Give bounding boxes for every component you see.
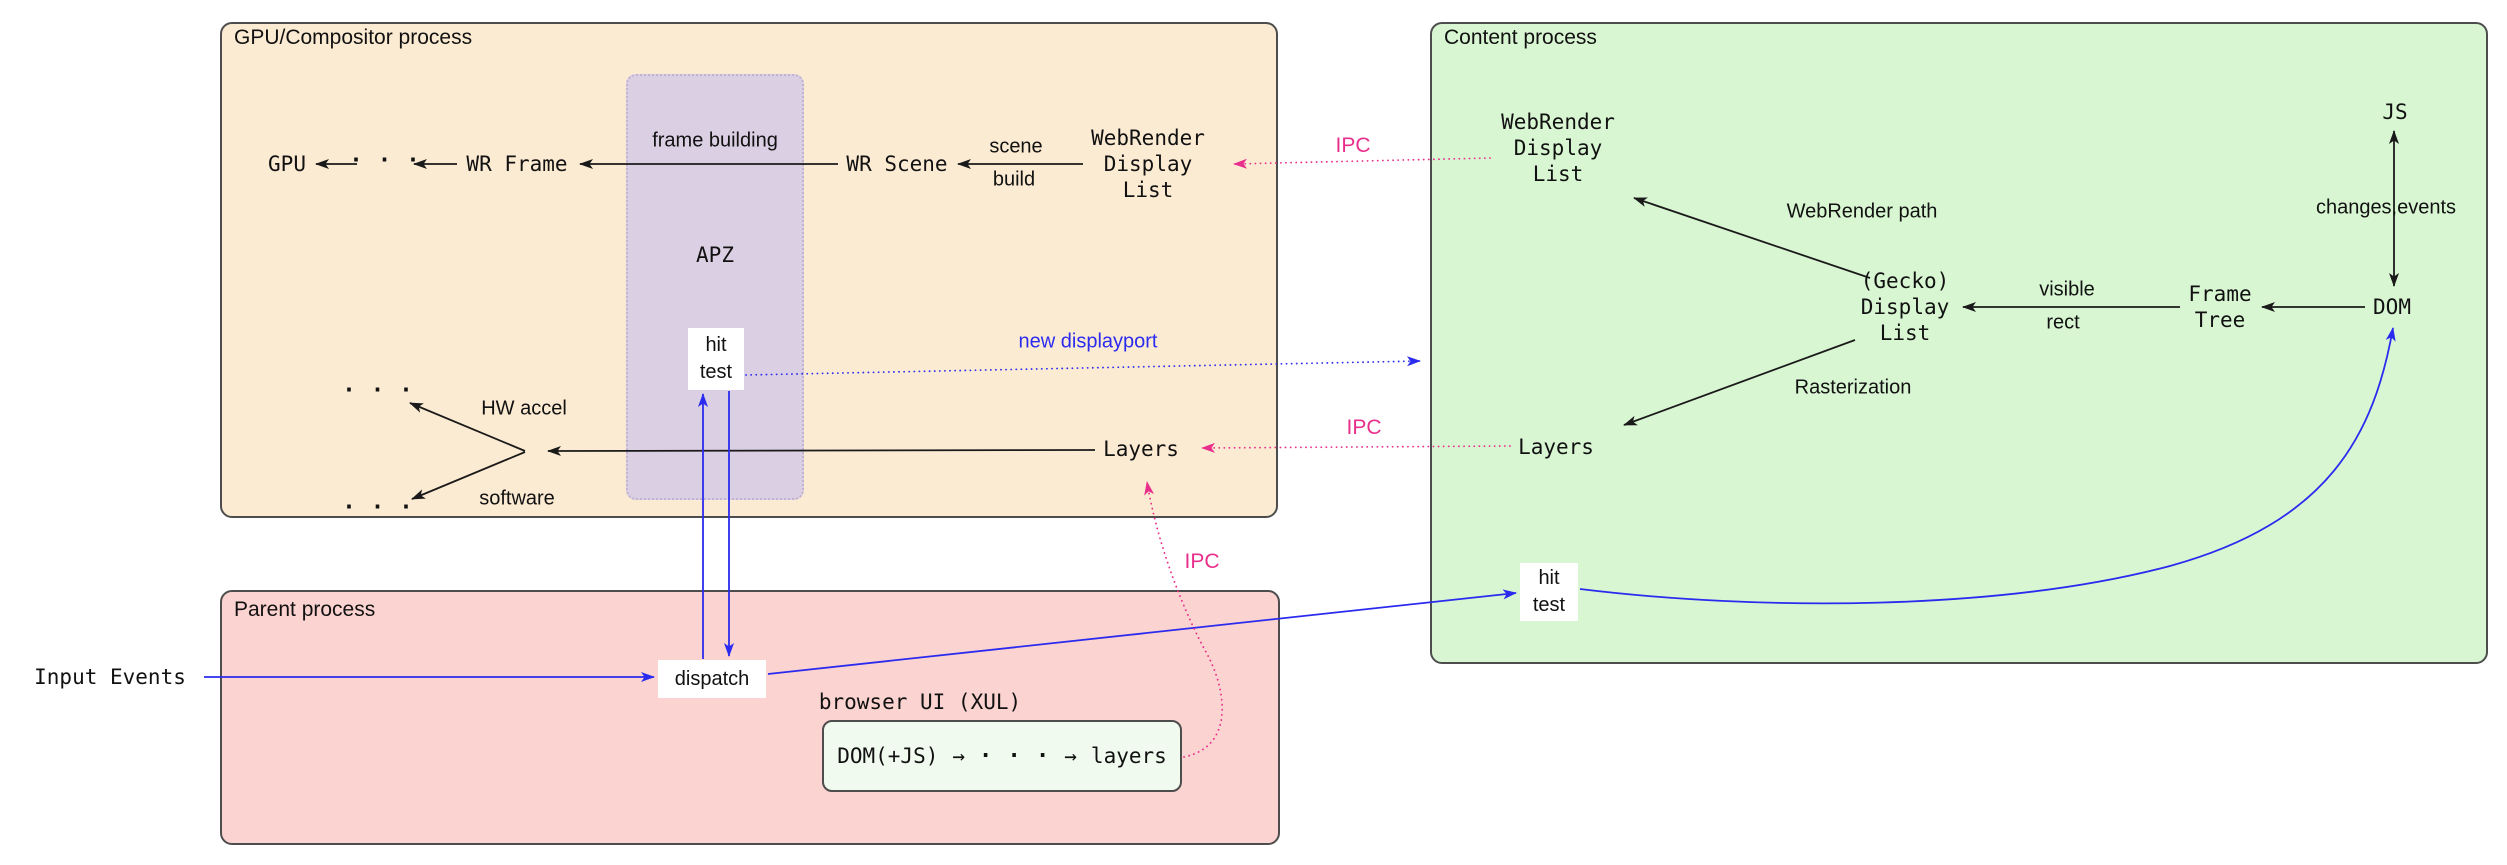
ui-layers-node: layers — [1090, 744, 1167, 768]
apz-label: APZ — [696, 243, 734, 267]
visible-rect-label-top: visible — [2039, 278, 2095, 301]
gpu-node: GPU — [268, 152, 306, 176]
ipc-label-low: IPC — [1184, 550, 1220, 573]
edge-hittest-to-dom-curve — [1579, 327, 2396, 605]
edge-layers-to-fork — [547, 445, 1096, 456]
gpu-webrender-display-list-node: WebRender Display List — [1091, 126, 1205, 202]
scene-build-label-top: scene — [989, 135, 1043, 158]
frame-tree-node: Frame Tree — [2188, 282, 2252, 332]
edge-fork-software — [411, 451, 526, 500]
content-hit-test-node: hit test — [1520, 563, 1578, 621]
compositor-chain-dots: · · · — [349, 148, 421, 174]
frame-building-label: frame building — [652, 129, 778, 152]
wr-scene-node: WR Scene — [846, 152, 948, 176]
software-dots: · · · — [342, 495, 414, 521]
scene-build-label-bottom: build — [992, 168, 1036, 191]
changes-events-label: changes,events — [2315, 196, 2457, 219]
wr-frame-node: WR Frame — [466, 152, 568, 176]
apz-region-box — [626, 74, 804, 500]
arrow-right-icon: → — [1064, 744, 1077, 768]
gpu-hit-test-node: hit test — [688, 328, 744, 390]
webrender-path-label: WebRender path — [1786, 200, 1938, 223]
gpu-process-title: GPU/Compositor process — [234, 26, 473, 49]
gpu-layers-node: Layers — [1103, 437, 1179, 461]
edge-dispatch-to-content-hittest — [767, 589, 1517, 675]
edge-fork-hw-accel — [409, 402, 526, 452]
rasterization-label: Rasterization — [1794, 376, 1912, 399]
edge-ipc-ui-layers-curve — [1144, 481, 1224, 758]
hw-accel-label: HW accel — [481, 397, 567, 420]
browser-ui-label: browser UI (XUL) — [818, 690, 1022, 714]
dom-js-node: DOM(+JS) — [837, 744, 939, 768]
browser-ui-pipeline-box: DOM(+JS) → · · · → layers — [822, 720, 1182, 792]
gecko-display-list-node: (Gecko) Display List — [1860, 269, 1950, 345]
software-label: software — [479, 487, 555, 510]
visible-rect-label-bottom: rect — [2046, 311, 2080, 334]
js-node: JS — [2382, 100, 2408, 124]
dispatch-node: dispatch — [658, 660, 766, 698]
new-displayport-label: new displayport — [1018, 330, 1158, 353]
edge-webrender-path — [1633, 197, 1871, 279]
ipc-label-top: IPC — [1335, 134, 1371, 157]
content-process-title: Content process — [1444, 26, 1597, 49]
edge-rasterization — [1623, 339, 1856, 426]
content-layers-node: Layers — [1518, 435, 1594, 459]
input-events-label: Input Events — [34, 665, 186, 689]
arrow-right-icon: → — [952, 744, 966, 768]
dom-node: DOM — [2373, 295, 2411, 319]
parent-process-title: Parent process — [234, 598, 376, 621]
content-process-box — [1430, 22, 2488, 664]
edge-new-displayport — [745, 356, 1421, 376]
edge-ipc-display-list — [1233, 157, 1491, 169]
pipeline-dots: · · · — [979, 743, 1051, 769]
ipc-label-mid: IPC — [1346, 416, 1382, 439]
parent-process-box — [220, 590, 1280, 845]
edge-ipc-layers — [1201, 442, 1511, 453]
content-webrender-display-list-node: WebRender Display List — [1501, 110, 1615, 186]
hw-accel-dots: · · · — [342, 378, 414, 404]
